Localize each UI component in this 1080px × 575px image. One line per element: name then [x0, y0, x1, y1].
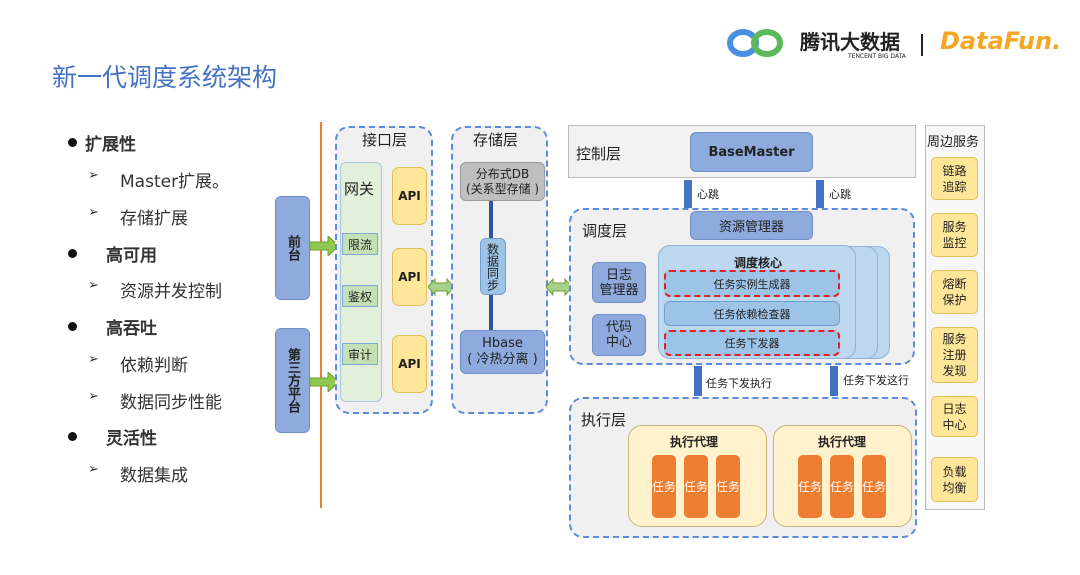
heartbeat-arrow: [684, 180, 692, 208]
heartbeat-arrow: [816, 180, 824, 208]
page-title: 新一代调度系统架构: [52, 63, 278, 92]
dispatch-arrow: [694, 366, 702, 396]
task-dispatcher: 任务下发器: [664, 330, 840, 356]
dispatch-label: 任务下发这行: [843, 374, 909, 387]
sync-arrow: [489, 295, 493, 330]
api-box: API: [392, 248, 427, 306]
data-sync-box: 数据同步: [480, 238, 506, 295]
tencent-logo-text: 腾讯大数据: [800, 30, 900, 54]
task-box: 任务: [862, 455, 886, 518]
auth-box: 鉴权: [342, 285, 378, 307]
frontend-box: 前台: [275, 196, 310, 300]
tencent-logo: [726, 26, 786, 60]
task-box: 任务: [830, 455, 854, 518]
arrow-right-icon: [310, 236, 340, 256]
bullet-item: 数据同步性能: [120, 393, 222, 413]
datafun-logo: DataFun.: [940, 27, 1062, 55]
arrow-right-icon: [310, 372, 340, 392]
arrow-bullet-icon: ➢: [88, 168, 99, 183]
arrow-bullet-icon: ➢: [88, 462, 99, 477]
bullet-heading: 扩展性: [85, 135, 136, 155]
execution-agent-title: 执行代理: [670, 435, 719, 449]
basemaster-box: BaseMaster: [690, 132, 813, 172]
api-box: API: [392, 167, 427, 225]
hbase-box: Hbase ( 冷热分离 ): [460, 330, 545, 374]
api-box: API: [392, 335, 427, 393]
double-arrow-icon: [428, 278, 454, 296]
log-manager-box: 日志 管理器: [592, 262, 646, 303]
task-box: 任务: [798, 455, 822, 518]
bullet-dot-icon: [68, 322, 77, 331]
service-monitoring: 服务监控: [931, 213, 978, 257]
arrow-bullet-icon: ➢: [88, 278, 99, 293]
bullet-item: 数据集成: [120, 466, 188, 486]
storage-layer-title: 存储层: [473, 131, 519, 149]
interface-layer-title: 接口层: [362, 131, 408, 149]
arrow-bullet-icon: ➢: [88, 352, 99, 367]
control-layer-title: 控制层: [576, 145, 622, 163]
scheduling-core-title: 调度核心: [734, 256, 783, 270]
double-arrow-icon: [546, 278, 572, 296]
peripheral-title: 周边服务: [927, 135, 980, 150]
gateway-label: 网关: [344, 180, 375, 198]
schedule-layer-title: 调度层: [582, 222, 628, 240]
circuit-breaker: 熔断保护: [931, 270, 978, 314]
bullet-heading: 灵活性: [106, 429, 157, 449]
instance-generator: 任务实例生成器: [664, 270, 840, 297]
dispatch-arrow: [830, 366, 838, 396]
bullet-heading: 高吞吐: [106, 319, 157, 339]
bullet-item: 存储扩展: [120, 209, 188, 229]
log-center: 日志中心: [931, 396, 978, 437]
distributed-db-box: 分布式DB (关系型存储 ): [460, 162, 545, 201]
bullet-dot-icon: [68, 138, 77, 147]
bullet-item: 资源并发控制: [120, 282, 222, 302]
code-center-box: 代码 中心: [592, 314, 646, 356]
arrow-bullet-icon: ➢: [88, 205, 99, 220]
bullet-heading: 高可用: [106, 246, 157, 266]
task-box: 任务: [652, 455, 676, 518]
audit-box: 审计: [342, 343, 378, 365]
service-tracing: 链路追踪: [931, 157, 978, 200]
dependency-checker: 任务依赖检查器: [664, 301, 840, 326]
resource-manager-box: 资源管理器: [690, 211, 813, 240]
bullet-dot-icon: [68, 249, 77, 258]
client-divider: [320, 122, 322, 508]
third-party-box: 第三方平台: [275, 328, 310, 433]
bullet-item: 依赖判断: [120, 356, 188, 376]
sync-arrow: [489, 201, 493, 238]
task-box: 任务: [716, 455, 740, 518]
tencent-logo-sub: TENCENT BIG DATA: [848, 53, 906, 60]
execution-agent-title: 执行代理: [818, 435, 867, 449]
rate-limit-box: 限流: [342, 233, 378, 255]
logo-divider: [921, 34, 923, 56]
task-box: 任务: [684, 455, 708, 518]
arrow-bullet-icon: ➢: [88, 389, 99, 404]
execute-layer-title: 执行层: [581, 411, 627, 429]
dispatch-label: 任务下发执行: [706, 377, 772, 390]
service-discovery: 服务注册发现: [931, 327, 978, 383]
heartbeat-label: 心跳: [829, 188, 851, 201]
heartbeat-label: 心跳: [697, 188, 719, 201]
bullet-item: Master扩展。: [120, 172, 230, 192]
load-balancing: 负载均衡: [931, 457, 978, 502]
bullet-dot-icon: [68, 432, 77, 441]
